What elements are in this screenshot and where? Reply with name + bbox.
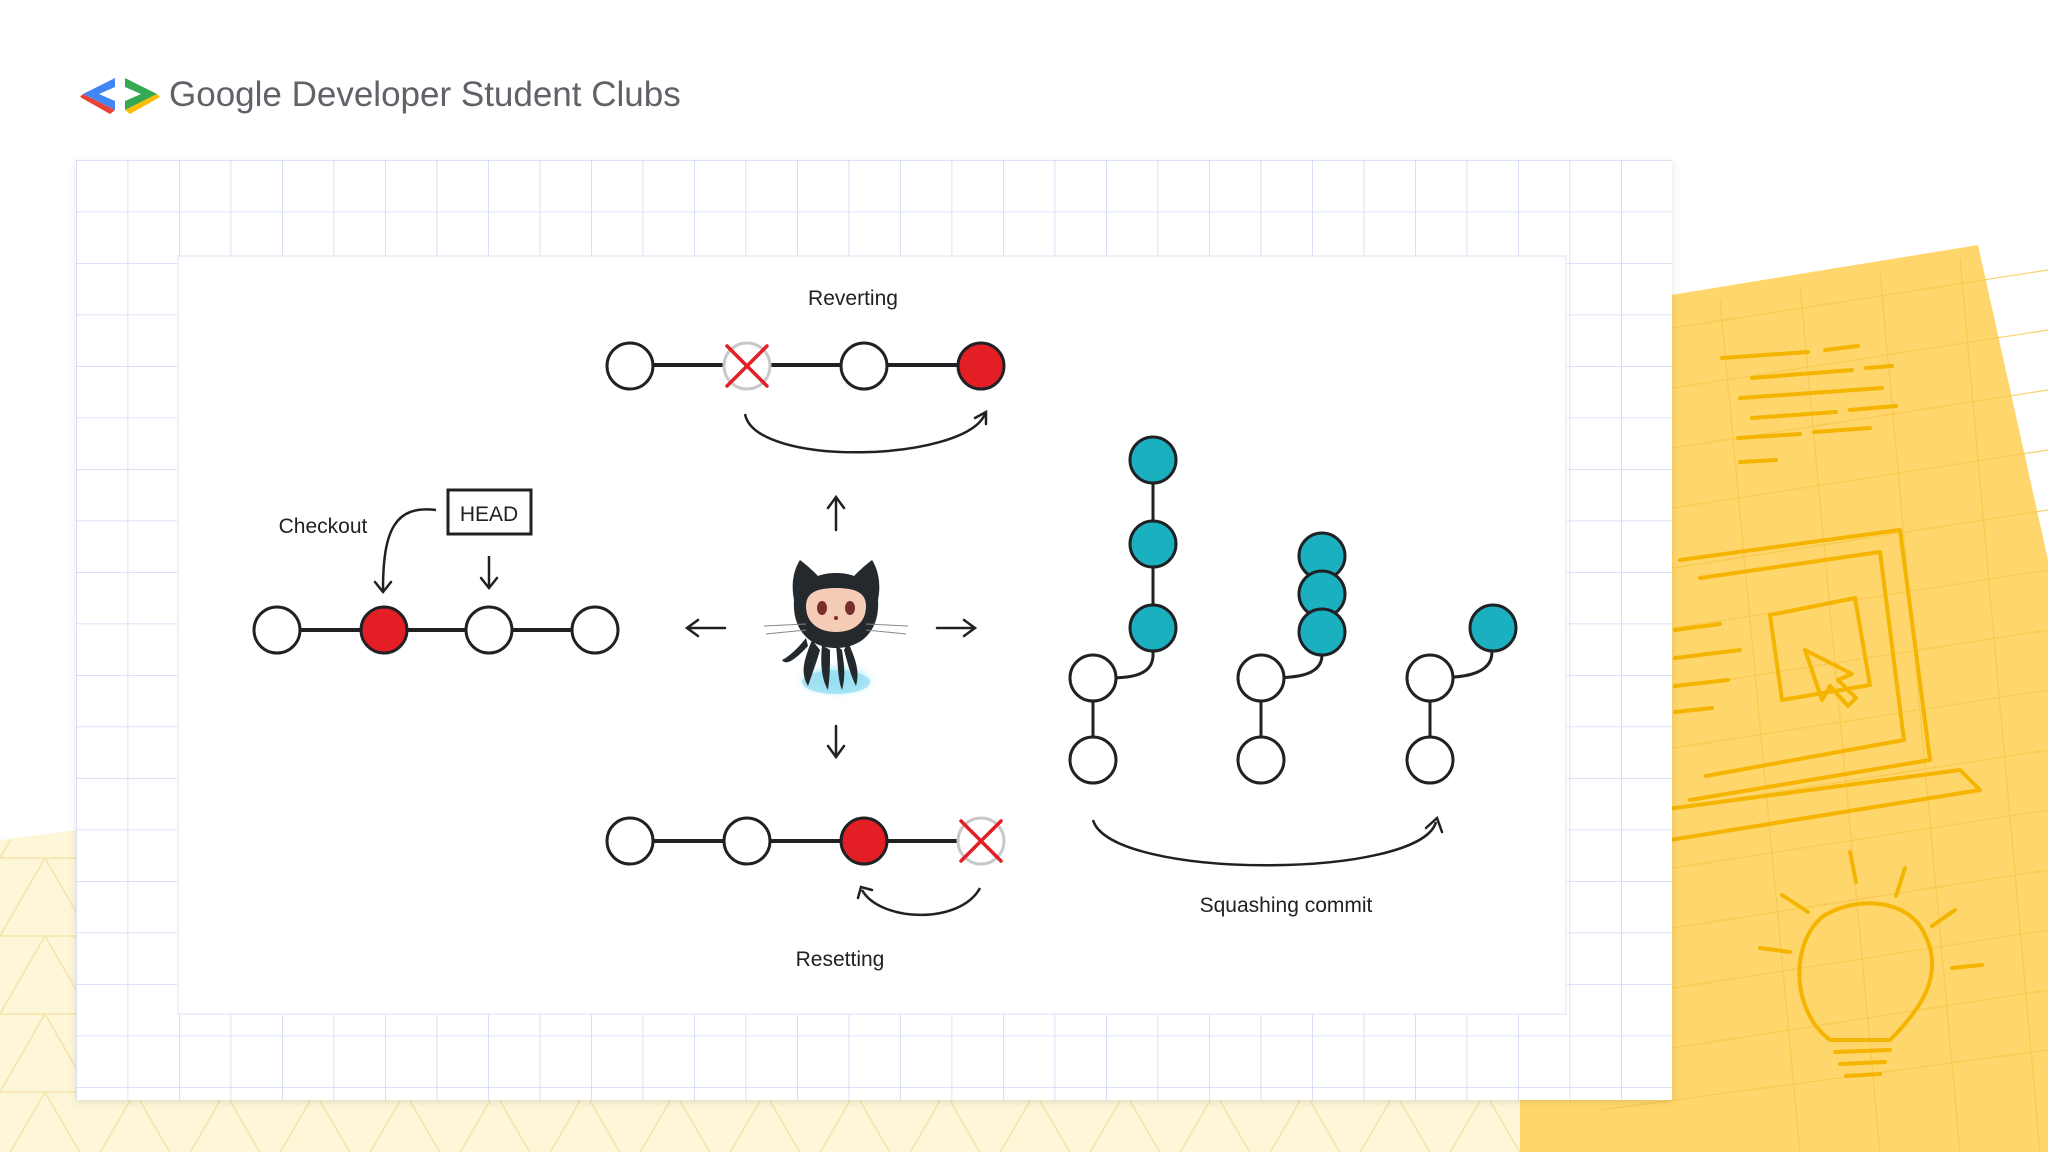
squash-commit-node	[1128, 603, 1178, 653]
commit-node	[605, 816, 655, 866]
commit-node	[570, 605, 620, 655]
squash-commit-node	[1128, 519, 1178, 569]
arrow-up-icon	[826, 494, 846, 532]
brand-header: Google Developer Student Clubs	[80, 75, 681, 114]
commit-node	[722, 816, 772, 866]
commit-node	[252, 605, 302, 655]
commit-node	[839, 341, 889, 391]
checkout-label: Checkout	[279, 515, 368, 538]
squashing-section: Squashing commit	[1068, 435, 1518, 917]
lightbulb-doodle-icon	[1758, 850, 1984, 1078]
revert-arrow-icon	[743, 413, 987, 454]
checkout-section: Checkout HEAD	[252, 488, 620, 655]
checkout-arrow-icon	[381, 508, 437, 591]
commit-node	[1405, 653, 1455, 703]
commit-node	[605, 341, 655, 391]
doodle-lines	[1720, 344, 1898, 464]
commit-node-highlighted	[359, 605, 409, 655]
head-label: HEAD	[460, 503, 518, 526]
commit-node-highlighted	[839, 816, 889, 866]
resetting-label: Resetting	[796, 948, 885, 971]
reset-arrow-icon	[860, 887, 982, 917]
arrow-right-icon	[935, 618, 978, 638]
brand-name: Google Developer Student Clubs	[169, 75, 681, 114]
removed-x-icon	[959, 819, 1003, 863]
squash-commit-node	[1128, 435, 1178, 485]
reverting-label: Reverting	[808, 287, 898, 310]
octocat-icon	[763, 560, 909, 700]
commit-node	[1236, 653, 1286, 703]
arrow-left-icon	[684, 618, 727, 638]
squashing-label: Squashing commit	[1200, 894, 1373, 917]
squash-arrow-icon	[1091, 819, 1438, 867]
commit-node	[464, 605, 514, 655]
resetting-section: Resetting	[605, 816, 1006, 971]
commit-node	[1405, 735, 1455, 785]
head-box	[446, 488, 533, 536]
commit-node-highlighted	[956, 341, 1006, 391]
direction-arrows	[684, 494, 978, 760]
commit-node	[1236, 735, 1286, 785]
squash-commit-node	[1297, 607, 1347, 657]
commit-node	[1068, 735, 1118, 785]
squash-commit-node	[1468, 603, 1518, 653]
gdsc-brackets-icon	[80, 78, 160, 114]
commit-node	[1068, 653, 1118, 703]
reverting-section: Reverting	[605, 287, 1006, 454]
arrow-down-icon	[826, 724, 846, 760]
removed-x-icon	[725, 344, 769, 388]
